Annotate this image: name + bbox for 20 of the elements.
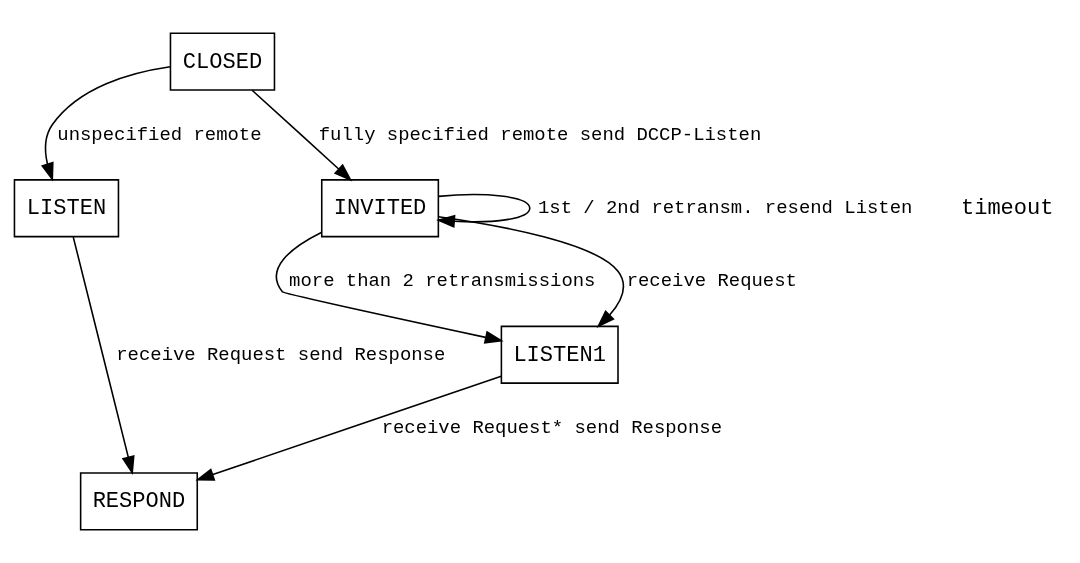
node-box: CLOSED [169,32,276,91]
label: timeout [960,196,1054,222]
edge-label: fully specified remote send DCCP-Listen [318,123,762,146]
edge-label: more than 2 retransmissions [289,270,596,293]
arrow [437,215,625,328]
node-box: LISTEN [13,179,120,238]
edge-label: 1st / 2nd retransm. resend Listen [537,197,913,220]
arrow [195,375,502,481]
arrow [436,193,531,228]
edge-label: receive Request* send Response [381,416,723,439]
node-box: LISTEN1 [500,325,619,384]
node-box: RESPOND [79,472,199,531]
edge-label: receive Request [626,270,797,293]
arrow [275,231,504,344]
arrow [41,65,171,182]
arrow [251,89,353,182]
node-box: INVITED [320,179,440,238]
arrow [72,236,135,476]
edge-label: unspecified remote [57,123,262,146]
edge-label: receive Request send Response [116,343,446,366]
